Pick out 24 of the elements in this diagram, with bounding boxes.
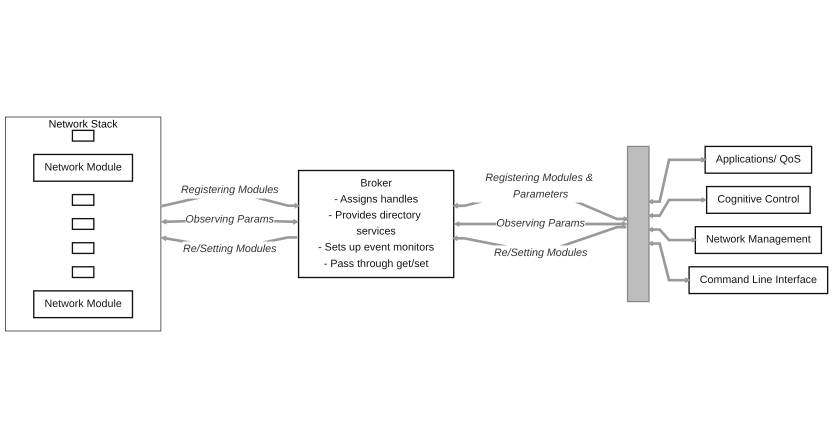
node-box bbox=[72, 266, 94, 278]
node-box bbox=[33, 154, 134, 182]
edge-label: Registering Modules & Parameters bbox=[485, 172, 593, 200]
node-box bbox=[704, 146, 812, 174]
node-box bbox=[688, 266, 828, 294]
arrow bbox=[648, 240, 691, 284]
edge-label: Re/Setting Modules bbox=[494, 247, 588, 259]
edge-label: Observing Params bbox=[185, 214, 274, 226]
node-box bbox=[298, 170, 454, 278]
edge-label: Observing Params bbox=[496, 218, 585, 230]
node-box bbox=[694, 226, 822, 254]
node-bar bbox=[626, 146, 650, 302]
node-box bbox=[72, 242, 94, 254]
node-box bbox=[72, 130, 94, 142]
edge-label: Re/Setting Modules bbox=[183, 243, 276, 255]
node-box bbox=[72, 218, 94, 230]
edge-label: Registering Modules bbox=[180, 184, 278, 196]
arrow bbox=[648, 156, 707, 205]
arrow bbox=[648, 226, 697, 243]
node-box bbox=[33, 290, 134, 318]
node-box bbox=[72, 194, 94, 206]
arrow bbox=[648, 196, 707, 219]
node-box bbox=[706, 186, 811, 214]
cluster bbox=[5, 116, 162, 332]
